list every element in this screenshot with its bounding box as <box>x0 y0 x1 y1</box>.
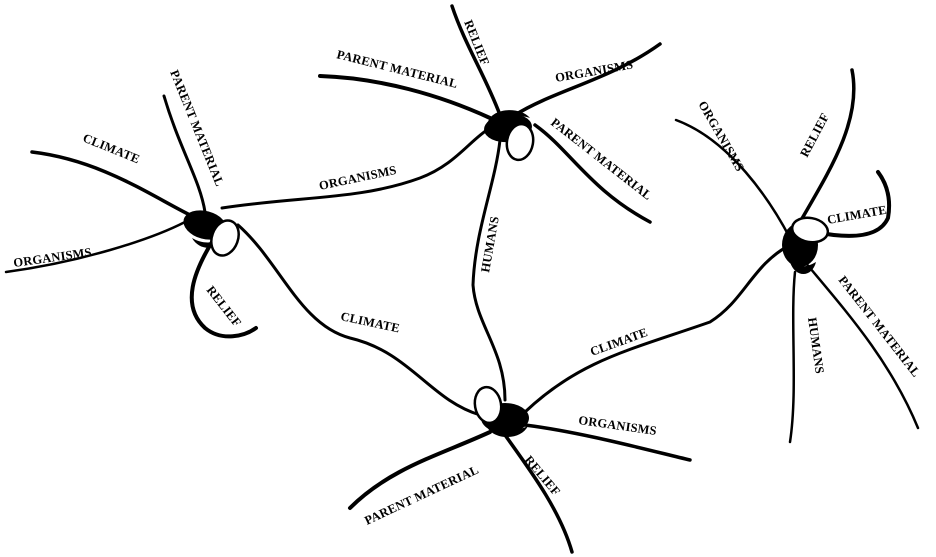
label-n3-humans: HUMANS <box>805 316 827 374</box>
strand-n1-organisms <box>4 220 187 274</box>
strand-n3-parent-material <box>803 260 920 430</box>
strand-n3-humans <box>788 270 797 444</box>
label-n1-organisms: ORGANISMS <box>12 245 92 270</box>
strand-n2-organisms <box>513 42 662 117</box>
connector-node4-node3 <box>523 243 792 414</box>
strand-n1-relief <box>189 240 258 339</box>
label-n1-climate: CLIMATE <box>81 131 142 167</box>
connector-node1-node2 <box>220 126 492 210</box>
label-n4-organisms: ORGANISMS <box>578 413 658 438</box>
knot-node-3 <box>782 216 830 274</box>
label-n1-climate-connector: CLIMATE <box>339 309 401 335</box>
strand-n3-organisms <box>674 118 792 240</box>
strand-n2-parent-material-right <box>533 123 652 224</box>
label-n3-organisms: ORGANISMS <box>695 99 747 174</box>
label-n3-parent-material: PARENT MATERIAL <box>836 273 923 379</box>
strand-n3-climate <box>813 170 891 238</box>
label-n1-relief: RELIEF <box>204 283 245 329</box>
strand-n1-climate <box>30 150 192 217</box>
strand-n2-parent-material-left <box>318 74 492 120</box>
strand-n4-parent-material <box>348 430 492 510</box>
strand-n4-organisms <box>523 423 692 462</box>
strand-n4-relief <box>503 433 574 554</box>
strand-n1-parent-material <box>162 94 207 214</box>
strand-n3-relief <box>798 68 856 224</box>
connector-node2-node4 <box>471 138 507 402</box>
knot-node-1 <box>183 210 240 257</box>
label-n3-climate: CLIMATE <box>826 203 888 227</box>
strand-n2-relief <box>450 4 502 117</box>
label-n3-relief: RELIEF <box>797 111 832 160</box>
knot-node-4 <box>473 385 529 438</box>
connector-node1-node4 <box>236 223 482 417</box>
knot-node-2 <box>484 110 535 162</box>
label-n4-parent-material: PARENT MATERIAL <box>362 463 480 528</box>
